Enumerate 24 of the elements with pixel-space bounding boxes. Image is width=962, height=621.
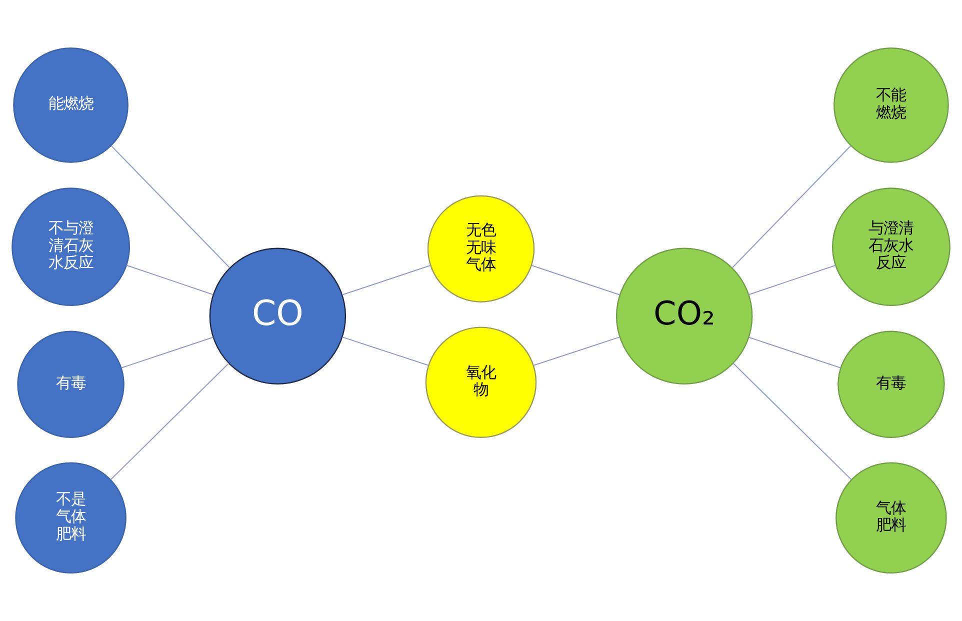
node-circle: CO <box>209 248 346 384</box>
node-circle: 不是气体肥料 <box>15 462 126 574</box>
connector <box>748 336 841 368</box>
connector <box>110 362 230 480</box>
node-circle: 不能燃烧 <box>834 47 949 163</box>
connector <box>533 336 620 366</box>
connector <box>342 336 429 366</box>
node-circle: CO₂ <box>616 248 753 384</box>
connector <box>531 264 620 296</box>
node-circle: 无色无味气体 <box>427 195 535 302</box>
node-circle: 气体肥料 <box>836 462 947 574</box>
connector <box>748 264 836 296</box>
node-circle: 不与澄清石灰水反应 <box>12 188 130 306</box>
node-circle: 有毒 <box>838 330 945 438</box>
connector <box>110 145 230 268</box>
connector <box>126 264 214 296</box>
connector <box>342 264 431 296</box>
node-circle: 氧化物 <box>425 326 537 438</box>
connector <box>732 145 852 268</box>
node-circle: 与澄清石灰水反应 <box>832 188 950 306</box>
connector <box>121 336 214 368</box>
connector <box>732 362 852 480</box>
node-circle: 能燃烧 <box>13 47 128 163</box>
node-circle: 有毒 <box>17 330 124 438</box>
